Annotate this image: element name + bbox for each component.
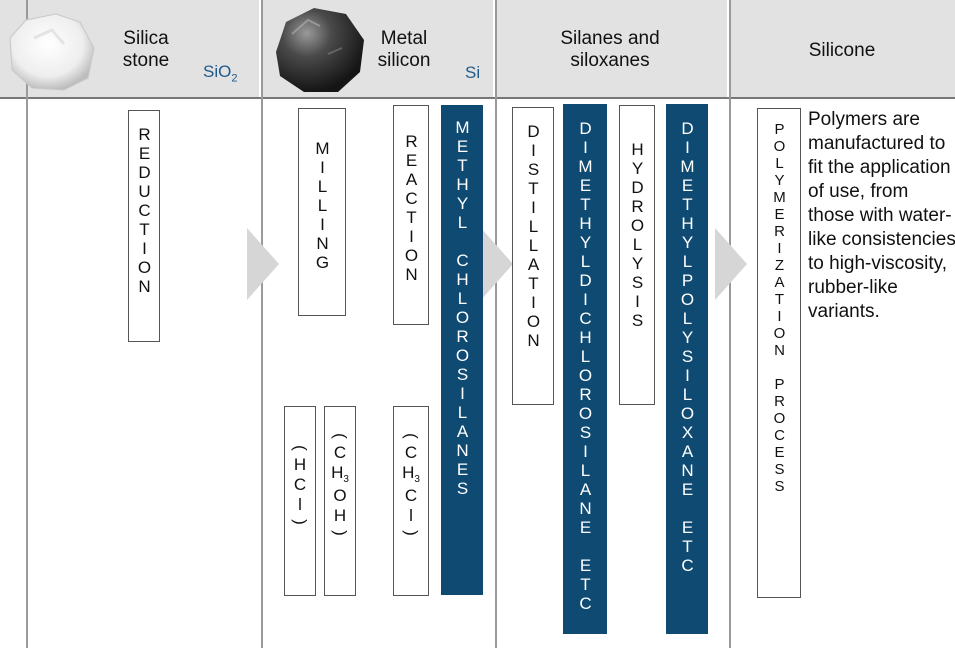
- distillation-label: DISTILLATION: [524, 122, 543, 350]
- si-formula: Si: [465, 63, 481, 82]
- hcl-l: l: [298, 495, 302, 514]
- polymerization-step: POLYMERIZATION PROCESS: [757, 108, 801, 598]
- dimethyldichlorosilane-label: DIMETHYLDICHLOROSILANE ETC: [576, 119, 595, 613]
- column-line: [261, 0, 263, 648]
- dimethylpolysiloxane-label: DIMETHYLPOLYSILOXANE ETC: [678, 119, 697, 575]
- ch3cl-c2: C: [404, 486, 418, 505]
- ch3cl-c: C: [404, 443, 418, 462]
- ch3oh-box: ( C H3 O H ): [324, 406, 356, 596]
- ch3cl-l: l: [409, 506, 413, 525]
- ch3oh-o: O: [333, 486, 347, 505]
- arrow-right-icon: [247, 228, 279, 300]
- methyl-chlorosilanes-step: METHYL CHLOROSILANES: [441, 105, 483, 595]
- dimethyldichlorosilane-step: DIMETHYLDICHLOROSILANE ETC: [563, 104, 607, 634]
- arrow-right-icon: [481, 228, 513, 300]
- hcl-h: H: [293, 455, 307, 474]
- header-band: [0, 0, 955, 97]
- paren-close: ): [330, 530, 350, 536]
- metal-silicon-image: [276, 8, 364, 92]
- paren-open: (: [290, 445, 310, 451]
- hcl-box: ( H C l ): [284, 406, 316, 596]
- reduction-label: REDUCTION: [135, 125, 154, 296]
- paren-open: (: [330, 433, 350, 439]
- milling-label: MILLING: [313, 139, 332, 272]
- ch3cl-subscript: 3: [414, 474, 420, 485]
- silica-stone-image: [9, 13, 95, 91]
- polymerization-label: POLYMERIZATION PROCESS: [771, 121, 788, 495]
- ch3cl-h: H: [402, 463, 415, 482]
- silica-title-line1: Silica: [123, 28, 169, 49]
- metal-title-line1: Metal: [380, 28, 428, 49]
- reaction-label: REACTION: [402, 132, 421, 284]
- reduction-step: REDUCTION: [128, 110, 160, 342]
- ch3cl-formula: ( C H3 C l ): [401, 429, 421, 540]
- silicone-title-line1: Silicone: [808, 40, 876, 61]
- silanes-siloxanes-title: Silanes and siloxanes: [520, 28, 700, 72]
- methyl-chlorosilanes-label: METHYL CHLOROSILANES: [453, 118, 472, 498]
- silica-title-line2: stone: [122, 50, 170, 71]
- reaction-step: REACTION: [393, 105, 429, 325]
- paren-close: ): [290, 519, 310, 525]
- sio2-formula-subscript: 2: [231, 72, 238, 85]
- dimethylpolysiloxane-step: DIMETHYLPOLYSILOXANE ETC: [666, 104, 708, 634]
- silanes-title-line1: Silanes and: [560, 28, 660, 49]
- column-line: [495, 0, 497, 648]
- ch3oh-c: C: [333, 443, 347, 462]
- metal-silicon-title: Metal silicon: [354, 28, 454, 72]
- sio2-formula: SiO2: [203, 62, 237, 84]
- column-line: [729, 0, 731, 648]
- distillation-step: DISTILLATION: [512, 107, 554, 405]
- ch3oh-h3: H3: [331, 463, 349, 486]
- hcl-c: C: [293, 475, 307, 494]
- ch3cl-h3: H3: [402, 463, 420, 486]
- silanes-title-line2: siloxanes: [570, 50, 650, 71]
- column-line: [26, 0, 28, 648]
- hydrolysis-step: HYDROLYSIS: [619, 105, 655, 405]
- silicone-description: Polymers are manufactured to fit the app…: [808, 109, 955, 322]
- ch3oh-h2: H: [333, 506, 347, 525]
- ch3cl-box: ( C H3 C l ): [393, 406, 429, 596]
- hcl-formula: ( H C l ): [290, 441, 310, 529]
- milling-step: MILLING: [298, 108, 346, 316]
- hydrolysis-label: HYDROLYSIS: [628, 140, 647, 330]
- silicone-title: Silicone: [772, 40, 912, 62]
- sio2-formula-text: SiO: [203, 62, 232, 81]
- ch3oh-subscript: 3: [343, 474, 349, 485]
- paren-open: (: [401, 433, 421, 439]
- ch3oh-formula: ( C H3 O H ): [330, 429, 350, 540]
- paren-close: ): [401, 530, 421, 536]
- header-divider: [0, 97, 955, 99]
- metal-title-line2: silicon: [377, 50, 431, 71]
- ch3oh-h: H: [331, 463, 344, 482]
- arrow-right-icon: [715, 228, 747, 300]
- silica-stone-title: Silica stone: [96, 28, 196, 72]
